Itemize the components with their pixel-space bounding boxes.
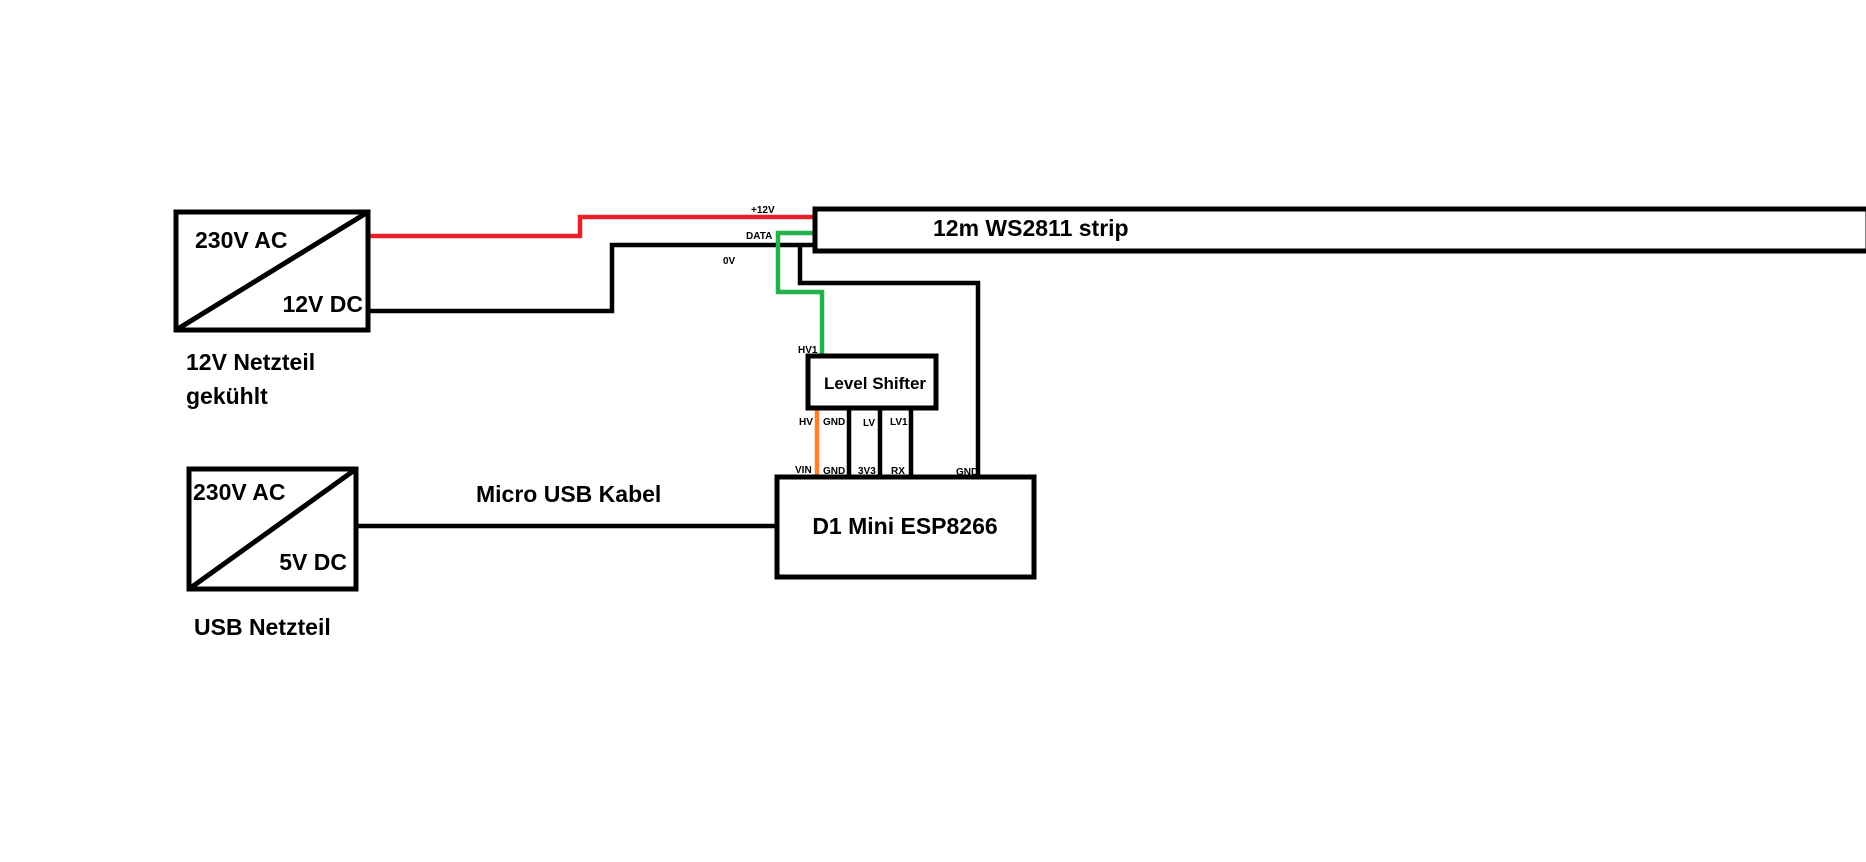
psu-usb-output-label: 5V DC [279, 549, 347, 575]
level-shifter: Level Shifter [805, 353, 939, 411]
ls-pin-gnd: GND [823, 417, 845, 428]
led-strip: 12m WS2811 strip [812, 206, 1866, 254]
d1-pin-rx: RX [891, 466, 905, 477]
d1-pin-3v3: 3V3 [858, 466, 876, 477]
psu-usb: 230V AC 5V DC [186, 466, 359, 592]
strip-pin-data: DATA [746, 231, 772, 242]
led-strip-label: 12m WS2811 strip [933, 215, 1129, 241]
d1-mini-board: D1 Mini ESP8266 [774, 474, 1037, 580]
psu-12v-input-label: 230V AC [195, 227, 287, 253]
level-shifter-label: Level Shifter [824, 374, 926, 393]
psu-usb-input-label: 230V AC [193, 479, 285, 505]
d1-pin-gnd2: GND [956, 467, 978, 478]
d1-mini-label: D1 Mini ESP8266 [812, 513, 997, 539]
psu-12v: 230V AC 12V DC [173, 209, 371, 333]
d1-pin-vin: VIN [795, 465, 812, 476]
ls-pin-lv: LV [863, 418, 875, 429]
wire-strip-gnd [797, 245, 981, 478]
ls-pin-hv: HV [799, 417, 813, 428]
psu-12v-output-label: 12V DC [282, 291, 363, 317]
strip-pin-0v: 0V [723, 256, 736, 267]
strip-pin-12v: +12V [751, 205, 775, 216]
d1-pin-gnd: GND [823, 466, 845, 477]
wire-data [775, 230, 825, 357]
micro-usb-cable-label: Micro USB Kabel [476, 481, 661, 507]
psu-usb-caption: USB Netzteil [194, 614, 331, 640]
wire-12v [370, 214, 813, 239]
ls-pin-lv1: LV1 [890, 417, 908, 428]
psu-12v-caption-line1: 12V Netzteil [186, 349, 315, 375]
ls-pin-hv1: HV1 [798, 345, 818, 356]
wire-0v [370, 242, 813, 314]
psu-12v-caption-line2: gekühlt [186, 383, 268, 409]
